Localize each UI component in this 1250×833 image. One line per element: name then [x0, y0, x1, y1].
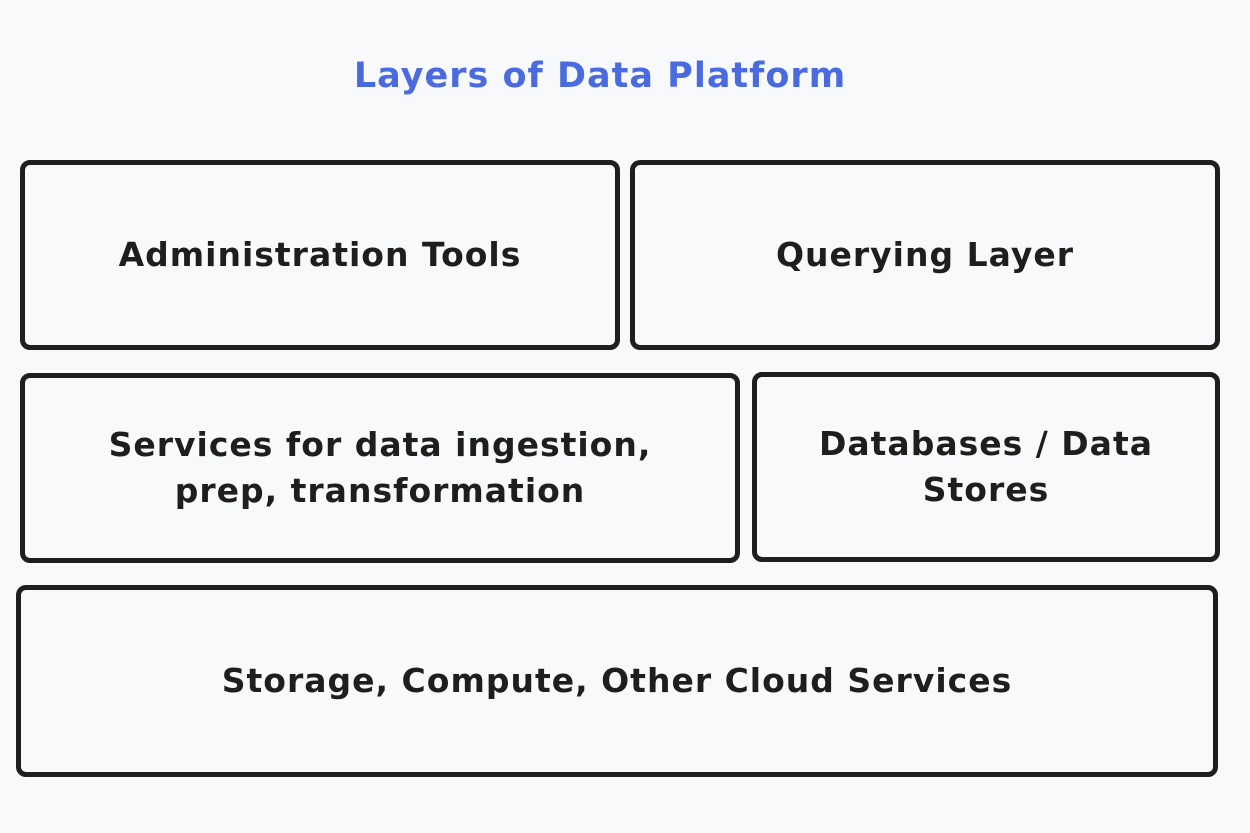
layer-services: Services for data ingestion, prep, trans… — [20, 373, 740, 563]
layer-label: Querying Layer — [775, 235, 1075, 274]
layer-label: Services for data ingestion, prep, trans… — [108, 425, 652, 510]
layer-storage-compute: Storage, Compute, Other Cloud Services — [16, 585, 1218, 777]
layer-label: Administration Tools — [118, 235, 522, 274]
diagram-title: Layers of Data Platform — [353, 56, 847, 96]
layer-querying: Querying Layer — [630, 160, 1220, 350]
layer-administration-tools: Administration Tools — [20, 160, 620, 350]
layer-databases: Databases / Data Stores — [752, 372, 1220, 562]
layer-label: Databases / Data Stores — [819, 424, 1153, 509]
layer-label: Storage, Compute, Other Cloud Services — [221, 661, 1013, 700]
